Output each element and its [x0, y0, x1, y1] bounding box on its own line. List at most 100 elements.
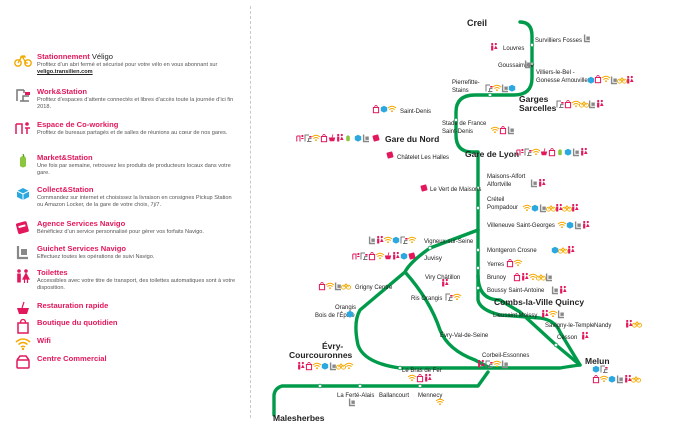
navigo-agency-icon — [15, 221, 29, 235]
station-nandy[interactable]: Nandy — [594, 323, 611, 329]
station-maisons-alfort-2[interactable]: Alfortville — [487, 182, 512, 188]
station-labels: Creil Survilliers Fosses Louvres Goussai… — [273, 18, 611, 423]
station-stade-2[interactable]: Saint-Denis — [442, 129, 473, 135]
collect-icon — [531, 204, 539, 212]
station-bras-de-fer[interactable]: Le Bras de Fer — [402, 368, 442, 374]
station-creteil-2[interactable]: Pompadour — [487, 205, 518, 211]
collect-icon — [608, 375, 616, 383]
station-survilliers[interactable]: Survilliers Fosses — [535, 38, 582, 44]
toilets-icon — [568, 245, 575, 254]
station-creil[interactable]: Creil — [467, 18, 487, 28]
station-yerres[interactable]: Yerres — [487, 262, 504, 268]
guichet-icon — [501, 83, 509, 93]
station-villiers-2[interactable]: Gonesse Arnouville — [536, 78, 588, 84]
shop-icon — [594, 74, 602, 84]
work-station-icon — [445, 293, 454, 301]
station-cesson[interactable]: Cesson — [557, 335, 577, 341]
station-pierrefitte-2[interactable]: Stains — [452, 88, 469, 94]
wifi-icon — [383, 236, 393, 244]
bike-icon — [617, 77, 627, 84]
wifi-icon — [557, 221, 567, 229]
collect-icon — [392, 236, 400, 244]
station-boussy[interactable]: Boussy Saint-Antoine — [487, 288, 545, 294]
coworking-icon — [352, 252, 361, 260]
line-juvisy-malesherbes — [272, 228, 582, 417]
guichet-icon — [334, 281, 342, 291]
collect-icon — [380, 105, 388, 113]
toilets-icon — [583, 220, 590, 229]
wifi-icon — [548, 310, 558, 318]
collect-icon — [508, 84, 516, 92]
station-combs[interactable]: Combs-la-Ville Quincy — [494, 297, 584, 307]
station-malesherbes[interactable]: Malesherbes — [273, 413, 325, 423]
station-juvisy[interactable]: Juvisy — [424, 255, 443, 262]
station-evry-2[interactable]: Courcouronnes — [289, 350, 353, 360]
shop-icon — [416, 373, 424, 383]
station-stade[interactable]: Stade de France — [442, 121, 487, 127]
rail-lines — [272, 20, 582, 417]
station-ris[interactable]: Ris Orangis — [411, 296, 442, 302]
legend-desc: Une fois par semaine, retrouvez les prod… — [37, 163, 231, 177]
legend-desc: Profitez d’un abri fermé et sécurisé pou… — [37, 62, 218, 76]
station-montgeron[interactable]: Montgeron Crosne — [487, 248, 537, 254]
legend-title: Centre Commercial — [37, 354, 107, 363]
toilets-icon — [582, 331, 589, 340]
coworking-icon — [15, 122, 30, 134]
station-bois-epine[interactable]: Bois de l’Épine — [315, 312, 355, 319]
wifi-icon — [531, 148, 541, 156]
toilets-icon — [597, 99, 604, 108]
bike-icon — [558, 247, 568, 254]
veligo-link[interactable]: veligo.transilien.com — [37, 69, 93, 76]
station-gare-du-nord[interactable]: Gare du Nord — [385, 134, 439, 144]
station-savigny[interactable]: Savigny-le-Temple — [545, 323, 595, 329]
wifi-icon — [311, 134, 321, 142]
legend-desc: Effectuez toutes les opérations de suivi… — [37, 254, 155, 260]
station-louvres[interactable]: Louvres — [503, 46, 524, 52]
legend-desc: Commandez sur internet et choisissez la … — [37, 195, 232, 209]
station-viry[interactable]: Viry Châtillon — [425, 275, 460, 281]
legend-title: Collect&Station — [37, 185, 94, 194]
shop-icon — [17, 318, 29, 334]
wifi-icon — [15, 338, 31, 351]
station-garges[interactable]: Garges — [519, 94, 549, 104]
wifi-icon — [601, 75, 611, 83]
shop-icon — [564, 99, 572, 109]
station-chatelet[interactable]: Châtelet Les Halles — [397, 155, 449, 161]
station-orangis[interactable]: Orangis — [335, 305, 356, 311]
station-evry[interactable]: Évry- — [322, 341, 343, 351]
station-maisons-alfort[interactable]: Maisons-Alfort — [487, 174, 526, 180]
collect-icon — [587, 76, 595, 84]
bike-icon — [14, 54, 32, 67]
station-ferte[interactable]: La Ferté-Alais — [337, 393, 374, 399]
station-goussainville[interactable]: Goussainville — [498, 63, 534, 69]
wifi-icon — [407, 236, 417, 244]
station-villiers[interactable]: Villiers-le-Bel - — [536, 70, 575, 76]
station-garges-2[interactable]: Sarcelles — [519, 103, 557, 113]
station-corbeil[interactable]: Corbeil-Essonnes — [482, 353, 529, 359]
station-melun[interactable]: Melun — [585, 356, 610, 366]
station-gare-de-lyon[interactable]: Gare de Lyon — [465, 149, 519, 159]
legend-title: Wifi — [37, 336, 51, 345]
toilets-icon — [337, 133, 344, 142]
station-vert-de-maisons[interactable]: Le Vert de Maisons — [430, 187, 481, 193]
toilets-icon — [298, 361, 305, 370]
station-ballancourt[interactable]: Ballancourt — [379, 393, 409, 399]
station-evry-val[interactable]: Évry-Val-de-Seine — [440, 332, 489, 339]
collect-icon — [16, 188, 30, 200]
wifi-icon — [452, 293, 462, 301]
station-saint-denis[interactable]: Saint-Denis — [400, 109, 431, 115]
mall-icon — [16, 355, 30, 369]
station-vigneux[interactable]: Vigneux-sur-Seine — [424, 239, 474, 245]
shop-icon — [318, 281, 326, 291]
bike-icon — [631, 376, 641, 383]
station-brunoy[interactable]: Brunoy — [487, 275, 506, 281]
station-villeneuve-sg[interactable]: Villeneuve Saint-Georges — [487, 223, 555, 229]
shop-icon — [513, 272, 521, 282]
station-pierrefitte[interactable]: Pierrefitte- — [452, 80, 480, 86]
station-mennecy[interactable]: Mennecy — [418, 393, 442, 399]
station-grigny[interactable]: Grigny Centre — [355, 285, 393, 291]
station-creteil[interactable]: Créteil — [487, 197, 504, 203]
shop-icon — [506, 258, 514, 268]
station-lieusaint[interactable]: Lieusaint Moissy — [493, 313, 537, 319]
bike-icon — [536, 274, 546, 281]
